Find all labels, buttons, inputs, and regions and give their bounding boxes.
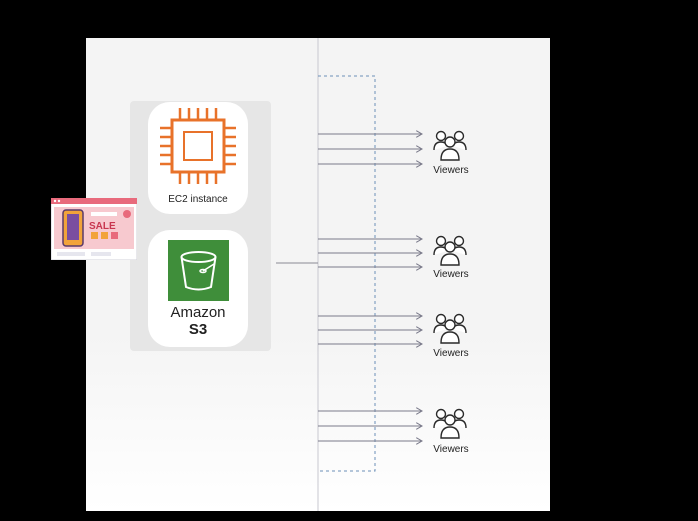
people-group-icon xyxy=(433,130,467,161)
people-group-icon xyxy=(433,408,467,439)
viewers-label-1: Viewers xyxy=(433,165,469,176)
people-group-icon xyxy=(433,313,467,344)
viewers-label-3: Viewers xyxy=(433,348,469,359)
s3-label-s3: S3 xyxy=(188,321,208,338)
arrow-group-4 xyxy=(318,411,422,441)
ec2-chip-icon xyxy=(160,108,236,184)
arrow-group-1 xyxy=(318,134,422,164)
thumbnail-sale-text: SALE xyxy=(89,221,116,232)
viewers-label-4: Viewers xyxy=(433,444,469,455)
s3-bucket-icon xyxy=(168,240,229,301)
people-group-icon xyxy=(433,235,467,266)
arrow-group-2 xyxy=(318,239,422,267)
ec2-instance-label: EC2 instance xyxy=(168,194,228,205)
sale-webpage-thumbnail: SALE xyxy=(51,198,137,260)
viewers-label-2: Viewers xyxy=(433,269,469,280)
cdn-bracket xyxy=(318,75,376,472)
s3-label-amazon: Amazon xyxy=(170,304,226,321)
arrow-group-3 xyxy=(318,316,422,344)
